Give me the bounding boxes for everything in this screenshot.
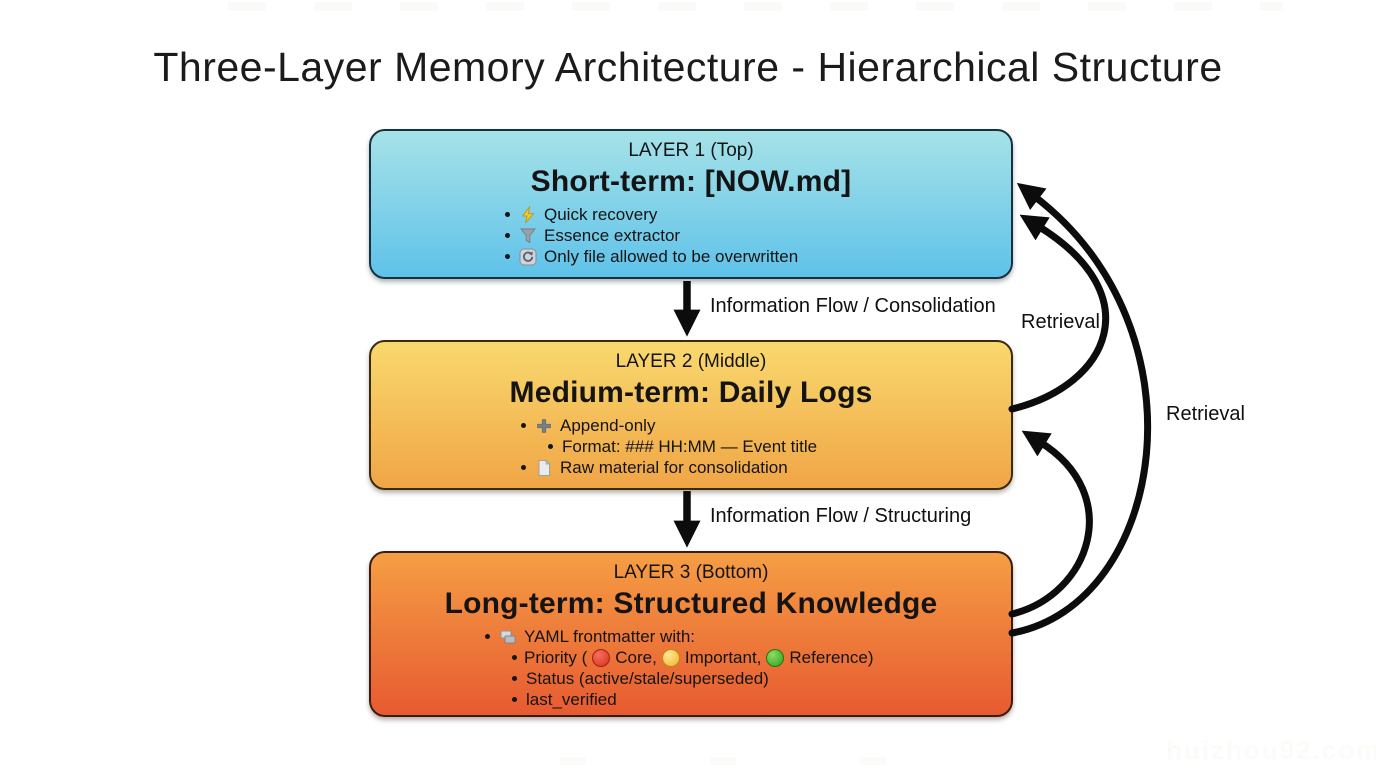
overwrite-icon (519, 248, 537, 266)
priority-important-dot (661, 648, 680, 667)
bullet-row: Append-only (521, 415, 861, 436)
retrieval-label-2: Retrieval (1166, 403, 1245, 425)
priority-reference-label: Reference) (789, 648, 874, 667)
retrieval-label-1: Retrieval (1021, 311, 1100, 333)
layer-3-heading: Long-term: Structured Knowledge (444, 587, 938, 620)
priority-prefix: Priority ( (524, 648, 588, 667)
priority-row: Priority ( Core, Important, Reference) (512, 647, 897, 668)
bullet-row: last_verified (512, 689, 897, 710)
bullet-dot (512, 676, 517, 681)
bullet-dot (512, 697, 517, 702)
bullet-text: last_verified (526, 690, 617, 709)
layer-1-label: LAYER 1 (Top) (628, 140, 754, 161)
yaml-icon (499, 628, 517, 646)
top-watermark-marks (228, 2, 1283, 11)
layer-3-box: LAYER 3 (Bottom) Long-term: Structured K… (369, 551, 1013, 717)
bullet-text: Only file allowed to be overwritten (544, 247, 799, 266)
bullet-dot (521, 465, 526, 470)
bullet-text: Raw material for consolidation (560, 458, 788, 477)
priority-core-label: Core, (615, 648, 657, 667)
lightning-icon (519, 205, 537, 224)
layer-1-bullets: Quick recovery Essence extractor Only fi… (505, 204, 877, 267)
plus-icon (535, 417, 553, 435)
page-title: Three-Layer Memory Architecture - Hierar… (153, 44, 1223, 90)
bullet-row: Quick recovery (505, 204, 877, 225)
bullet-text: Status (active/stale/superseded) (526, 669, 769, 688)
layer-3-label: LAYER 3 (Bottom) (613, 562, 769, 583)
bullet-row: Format: ### HH:MM — Event title (548, 436, 861, 457)
bullet-text: YAML frontmatter with: (524, 627, 695, 646)
layer-2-heading: Medium-term: Daily Logs (509, 376, 873, 409)
layer-2-label: LAYER 2 (Middle) (615, 351, 767, 372)
bullet-dot (505, 212, 510, 217)
priority-core-dot (592, 648, 611, 667)
bullet-row: Status (active/stale/superseded) (512, 668, 897, 689)
bullet-dot (512, 655, 517, 660)
bullet-text: Format: ### HH:MM — Event title (562, 437, 818, 456)
bullet-dot (505, 233, 510, 238)
bullet-row: Raw material for consolidation (521, 457, 861, 478)
retrieval-arrow-l3-l1 (1008, 182, 1152, 637)
bullet-dot (548, 444, 553, 449)
retrieval-arrow-l3-l2 (1008, 430, 1093, 618)
bullet-dot (521, 423, 526, 428)
priority-important-label: Important, (684, 648, 762, 667)
document-icon (535, 459, 553, 477)
bullet-text: Essence extractor (544, 226, 681, 245)
bullet-dot (505, 254, 510, 259)
layer-3-bullets: YAML frontmatter with: Priority ( Core, … (485, 626, 897, 710)
priority-reference-dot (766, 648, 785, 667)
bullet-row: Essence extractor (505, 225, 877, 246)
flow-label-structuring: Information Flow / Structuring (710, 505, 972, 527)
bullet-row: Only file allowed to be overwritten (505, 246, 877, 267)
bullet-text: Quick recovery (544, 205, 658, 224)
flow-label-consolidation: Information Flow / Consolidation (710, 295, 996, 317)
bullet-row: YAML frontmatter with: (485, 626, 897, 647)
layer-2-bullets: Append-only Format: ### HH:MM — Event ti… (521, 415, 861, 478)
layer-2-box: LAYER 2 (Middle) Medium-term: Daily Logs… (369, 340, 1013, 490)
bullet-dot (485, 634, 490, 639)
funnel-icon (519, 227, 537, 245)
bullet-text: Append-only (560, 416, 656, 435)
layer-1-box: LAYER 1 (Top) Short-term: [NOW.md] Quick… (369, 129, 1013, 279)
layer-1-heading: Short-term: [NOW.md] (530, 165, 852, 198)
bottom-watermark-marks (560, 757, 1010, 765)
site-watermark: huizhou92.com (1166, 735, 1376, 765)
